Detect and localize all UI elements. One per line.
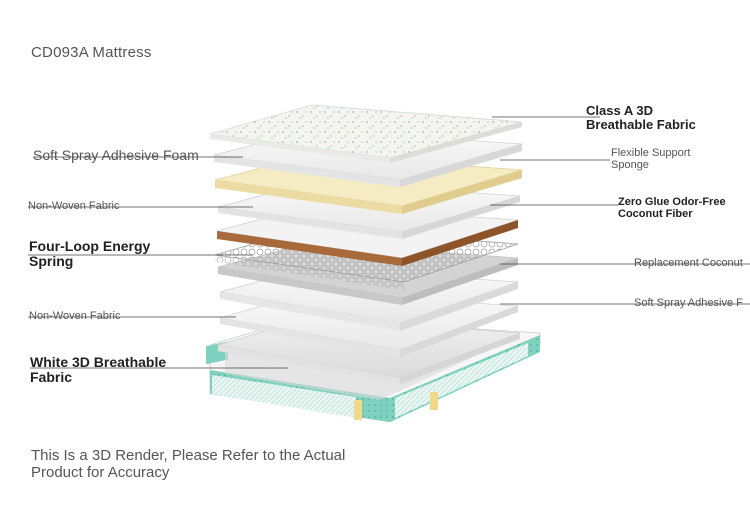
label-line-1: Four-Loop Energy [29, 238, 151, 254]
label-line-1: Flexible Support [611, 147, 691, 159]
label-line-1: Class A 3D [586, 103, 653, 118]
label-line-2: Fabric [30, 368, 73, 385]
label-flexible-support-sponge: Flexible Support Sponge [611, 147, 691, 171]
label-line-2: Breathable Fabric [586, 116, 696, 132]
label-line-2: Spring [29, 252, 74, 269]
label-line-1: White 3D Breathable [30, 354, 167, 370]
label-line-2: Coconut Fiber [618, 207, 693, 220]
leader-lines [28, 116, 750, 369]
label-four-loop-energy-spring: Four-Loop Energy Spring [29, 239, 150, 268]
label-non-woven-fabric-upper: Non-Woven Fabric [28, 200, 120, 212]
note-line-2: Product for Accuracy [31, 463, 170, 481]
label-line-2: Sponge [611, 158, 649, 171]
label-replacement-coconut: Replacement Coconut [634, 257, 743, 269]
label-non-woven-fabric-lower: Non-Woven Fabric [29, 310, 121, 322]
label-zero-glue-coconut-fiber: Zero Glue Odor-Free Coconut Fiber [618, 196, 726, 220]
label-soft-spray-adhesive-right: Soft Spray Adhesive F [634, 297, 743, 309]
label-soft-spray-adhesive-foam: Soft Spray Adhesive Foam [33, 147, 199, 163]
label-line-1: Zero Glue Odor-Free [618, 196, 726, 208]
page-title: CD093A Mattress [31, 44, 152, 61]
note-line-1: This Is a 3D Render, Please Refer to the… [31, 447, 346, 464]
label-white-3d-breathable-fabric: White 3D Breathable Fabric [30, 355, 166, 384]
label-class-a-3d-breathable-fabric: Class A 3D Breathable Fabric [586, 104, 696, 131]
render-disclaimer: This Is a 3D Render, Please Refer to the… [31, 447, 346, 481]
